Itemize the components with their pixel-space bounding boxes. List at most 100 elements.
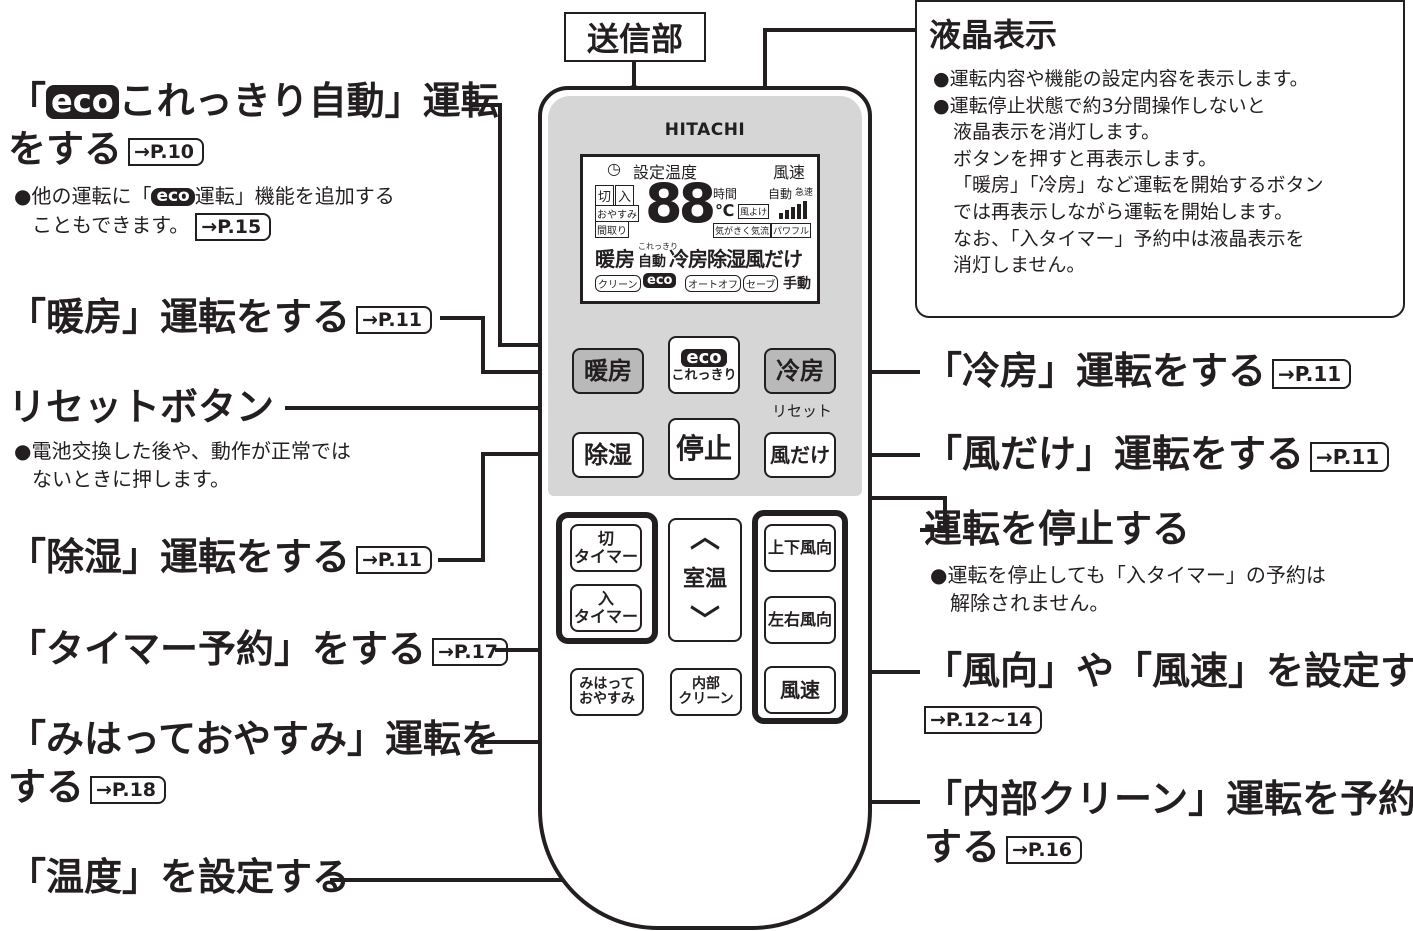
fan-only-label: 「風だけ」運転をする→P.11 [924, 432, 1390, 477]
korekkiri-button-label: これっきり [671, 367, 737, 383]
eco-page-ref[interactable]: →P.10 [128, 137, 205, 166]
lcd-mode-auto: 自動 [638, 254, 666, 270]
eco-logo: eco [46, 84, 119, 119]
fan-speed-button[interactable]: 風速 [764, 666, 836, 714]
lcd-autooff: オートオフ [685, 275, 741, 292]
lcd-callout-line: なお、「入タイマー」予約中は液晶表示を [953, 227, 1305, 250]
internal-clean-title-2: する→P.16 [924, 825, 1083, 870]
stop-button[interactable]: 停止 [668, 418, 740, 480]
lcd-mode-korekkiri: これっきり [638, 242, 678, 251]
airflow-title: 「風向」や「風速」を設定する [924, 649, 1413, 693]
horizontal-louver-button[interactable]: 左右風向 [764, 596, 836, 644]
dehumidify-label-text: 「除湿」運転をする [8, 535, 351, 579]
lcd-save: セーブ [743, 275, 779, 292]
reset-note-1: ●電池交換した後や、動作が正常では [14, 439, 351, 463]
airflow-group [752, 510, 848, 724]
internal-clean-title: 「内部クリーン」運転を予約 [924, 777, 1413, 821]
eco-note-line2: こともできます。→P.15 [32, 212, 272, 241]
eco-note-logo: eco [151, 187, 195, 206]
lcd-callout-line: 消灯しません。 [953, 254, 1086, 277]
cool-label: 「冷房」運転をする→P.11 [924, 349, 1352, 394]
lcd-eco: eco [643, 273, 677, 288]
timer-group [556, 512, 658, 644]
eco-label-rest: これっきり自動」運転 [118, 79, 499, 123]
dehumidify-label: 「除湿」運転をする→P.11 [8, 535, 433, 580]
airflow-page-ref[interactable]: →P.12~14 [924, 706, 1043, 734]
lcd-set-temp-label: 設定温度 [633, 163, 698, 182]
brand-logo: HITACHI [664, 120, 746, 140]
timer-label-text: 「タイマー予約」をする [8, 627, 427, 671]
lcd-callout-title: 液晶表示 [929, 16, 1058, 54]
internal-clean-button[interactable]: 内部 クリーン [670, 668, 742, 716]
lcd-callout-line: ●運転停止状態で約3分間操作しないと [933, 94, 1266, 117]
cool-button[interactable]: 冷房 [764, 348, 836, 394]
stop-note-2: 解除されません。 [950, 591, 1110, 615]
fan-only-label-text: 「風だけ」運転をする [924, 432, 1305, 476]
internal-clean-do: する [924, 825, 1001, 869]
lcd-callout-line: ボタンを押すと再表示します。 [953, 147, 1218, 170]
temperature-title: 「温度」を設定する [8, 855, 351, 899]
off-timer-button[interactable]: 切 タイマー [570, 524, 642, 572]
eco-note-ref[interactable]: →P.15 [195, 212, 272, 241]
lcd-callout-line: では再表示しながら運転を開始します。 [953, 200, 1294, 223]
temp-down-icon[interactable]: ﹀ [690, 604, 720, 639]
heat-label-text: 「暖房」運転をする [8, 295, 351, 339]
lcd-mode-others: 冷房除湿風だけ [669, 247, 803, 271]
lcd-madori: 間取り [595, 221, 629, 238]
on-timer-top: 入 [597, 589, 614, 609]
temperature-buttons[interactable]: ︿ 室温 ﹀ [668, 518, 742, 642]
stop-title: 運転を停止する [924, 507, 1191, 551]
lcd-fan-speed-label: 風速 [773, 163, 806, 182]
lcd-oyasumi: おやすみ [595, 205, 639, 222]
eco-korekkiri-button[interactable]: eco これっきり [668, 336, 740, 394]
naibu-top: 内部 [692, 675, 720, 692]
on-timer-bottom: タイマー [573, 607, 638, 626]
lcd-callout-line: ●運転内容や機能の設定内容を表示します。 [933, 68, 1309, 90]
temp-up-icon[interactable]: ︿ [690, 520, 720, 555]
mihatte-page-ref[interactable]: →P.18 [90, 775, 167, 804]
heat-page-ref[interactable]: →P.11 [356, 305, 433, 334]
mihatte-oyasumi-button[interactable]: みはって おやすみ [570, 668, 644, 716]
sender-label: 送信部 [564, 12, 706, 62]
off-timer-bottom: タイマー [573, 547, 638, 566]
lcd-jikan: 時間 [713, 187, 738, 201]
dehumidify-page-ref[interactable]: →P.11 [356, 545, 433, 574]
timer-label: 「タイマー予約」をする→P.17 [8, 627, 509, 672]
lcd-callout-line: 「暖房」「冷房」など運転を開始するボタン [953, 174, 1324, 197]
dehumidify-button[interactable]: 除湿 [572, 432, 644, 478]
heat-button[interactable]: 暖房 [572, 348, 644, 394]
lcd-callout: 液晶表示 ●運転内容や機能の設定内容を表示します。 ●運転停止状態で約3分間操作… [915, 0, 1405, 318]
fan-bars-icon [779, 201, 817, 219]
vertical-louver-button[interactable]: 上下風向 [764, 524, 836, 572]
lcd-powerful: パワフル [771, 223, 812, 238]
eco-label-do: をする [8, 127, 123, 171]
internal-clean-page-ref[interactable]: →P.16 [1006, 835, 1083, 864]
timer-page-ref[interactable]: →P.17 [432, 637, 509, 666]
eco-label-open: 「 [8, 79, 47, 123]
lcd-celsius: ℃ [715, 201, 735, 220]
lcd-jidou: 自動 [768, 187, 793, 201]
off-timer-top: 切 [597, 529, 614, 549]
reset-note-2: ないときに押します。 [32, 467, 230, 491]
lcd-kyuusoku: 急速 [795, 188, 814, 198]
mihatte-label-1: 「みはっておやすみ」運転を [8, 717, 499, 761]
fan-only-button[interactable]: 風だけ [764, 432, 836, 478]
mihatte-label-2: する→P.18 [8, 765, 167, 810]
eco-button-label: eco [681, 348, 727, 367]
lcd-clean: クリーン [595, 275, 641, 292]
lcd-kigakiku: 気がきく気流 [713, 223, 772, 238]
reset-title: リセットボタン [8, 385, 275, 429]
lcd-callout-line: 液晶表示を消灯します。 [953, 121, 1161, 144]
eco-note-pre: ●他の運転に「 [14, 184, 152, 208]
lcd-digits: 88 [645, 172, 716, 235]
cool-page-ref[interactable]: →P.11 [1272, 358, 1352, 389]
eco-note-text: こともできます。 [32, 213, 190, 237]
lcd-display: ◷ 設定温度 風速 切 入 おやすみ 間取り 88 時間 ℃ 自動 急速 風よけ… [580, 154, 820, 304]
on-timer-button[interactable]: 入 タイマー [570, 584, 642, 632]
fan-only-page-ref[interactable]: →P.11 [1310, 441, 1390, 472]
eco-note-post: 運転」機能を追加する [194, 184, 395, 208]
mihatte-label-do: する [8, 765, 85, 809]
cool-label-text: 「冷房」運転をする [924, 349, 1267, 393]
